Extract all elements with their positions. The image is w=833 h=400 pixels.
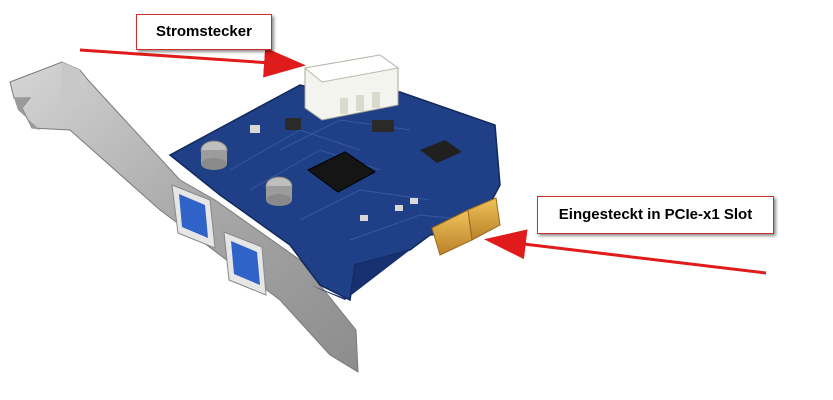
callout-pcie-slot: Eingesteckt in PCIe-x1 Slot <box>537 196 774 234</box>
arrow-to-slot-contacts <box>484 229 767 275</box>
usb3-port-icon <box>171 184 267 296</box>
pcie-x1-contacts <box>431 197 501 256</box>
capacitors <box>200 140 293 206</box>
callout-power-connector: Stromstecker <box>136 14 272 50</box>
arrow-to-power-connector <box>79 47 306 78</box>
molex-connector-icon <box>303 54 400 121</box>
